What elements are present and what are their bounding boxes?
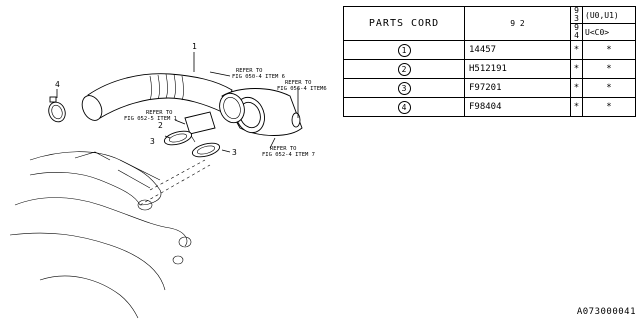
intake-duct <box>81 73 233 121</box>
refer-to-fig-3: FIG 052-5 ITEM 1 <box>124 116 177 122</box>
mark-2: * <box>582 40 636 60</box>
mark-2: * <box>582 59 636 79</box>
row-index: 2 <box>397 62 411 76</box>
mark-2: * <box>582 78 636 98</box>
table-row: 3 F97201 * * <box>343 78 636 98</box>
engine-block <box>9 151 211 319</box>
callout-4: 4 <box>55 80 60 89</box>
callout-2: 2 <box>158 121 163 130</box>
table-row: 2 H512191 * * <box>343 59 636 79</box>
mark-1: * <box>570 59 583 79</box>
model-a: (U0,U1) <box>582 6 636 24</box>
mark-1: * <box>570 78 583 98</box>
year-col-c: 9 4 <box>570 23 583 41</box>
mark-1: * <box>570 40 583 60</box>
part-number: F97201 <box>464 78 571 98</box>
refer-to-label-3: REFER TO <box>146 110 173 116</box>
row-index: 3 <box>397 81 411 95</box>
part-number: 14457 <box>464 40 571 60</box>
refer-to-label-2: REFER TO <box>285 80 312 86</box>
diagram-id: A073000041 <box>576 307 636 317</box>
bracket-part <box>184 111 216 143</box>
year-col-b: 9 3 <box>570 6 583 24</box>
clamp-part <box>48 96 66 123</box>
table-row: 4 F98404 * * <box>343 97 636 117</box>
gasket-parts <box>163 130 221 158</box>
table-title: PARTS CORD <box>343 6 465 41</box>
row-index: 4 <box>397 100 411 114</box>
refer-to-label-1: REFER TO <box>236 68 263 74</box>
refer-to-fig-2: FIG 056-4 ITEM6 <box>277 86 327 92</box>
mark-2: * <box>582 97 636 117</box>
refer-to-fig-4: FIG 052-4 ITEM 7 <box>262 152 315 158</box>
callout-3a: 3 <box>150 137 155 146</box>
model-b: U<C0> <box>582 23 636 41</box>
year-col-a: 9 2 <box>464 6 571 41</box>
callout-3b: 3 <box>232 148 237 157</box>
refer-to-fig-1: FIG 050-4 ITEM 6 <box>232 74 285 80</box>
mark-1: * <box>570 97 583 117</box>
row-index: 1 <box>397 43 411 57</box>
refer-to-label-4: REFER TO <box>270 146 297 152</box>
callout-1: 1 <box>192 42 197 51</box>
air-cleaner-housing <box>219 88 303 136</box>
part-number: F98404 <box>464 97 571 117</box>
parts-table: PARTS CORD 9 2 9 3 (U0,U1) 9 4 U<C0> 1 1… <box>343 6 636 117</box>
part-number: H512191 <box>464 59 571 79</box>
table-row: 1 14457 * * <box>343 40 636 60</box>
